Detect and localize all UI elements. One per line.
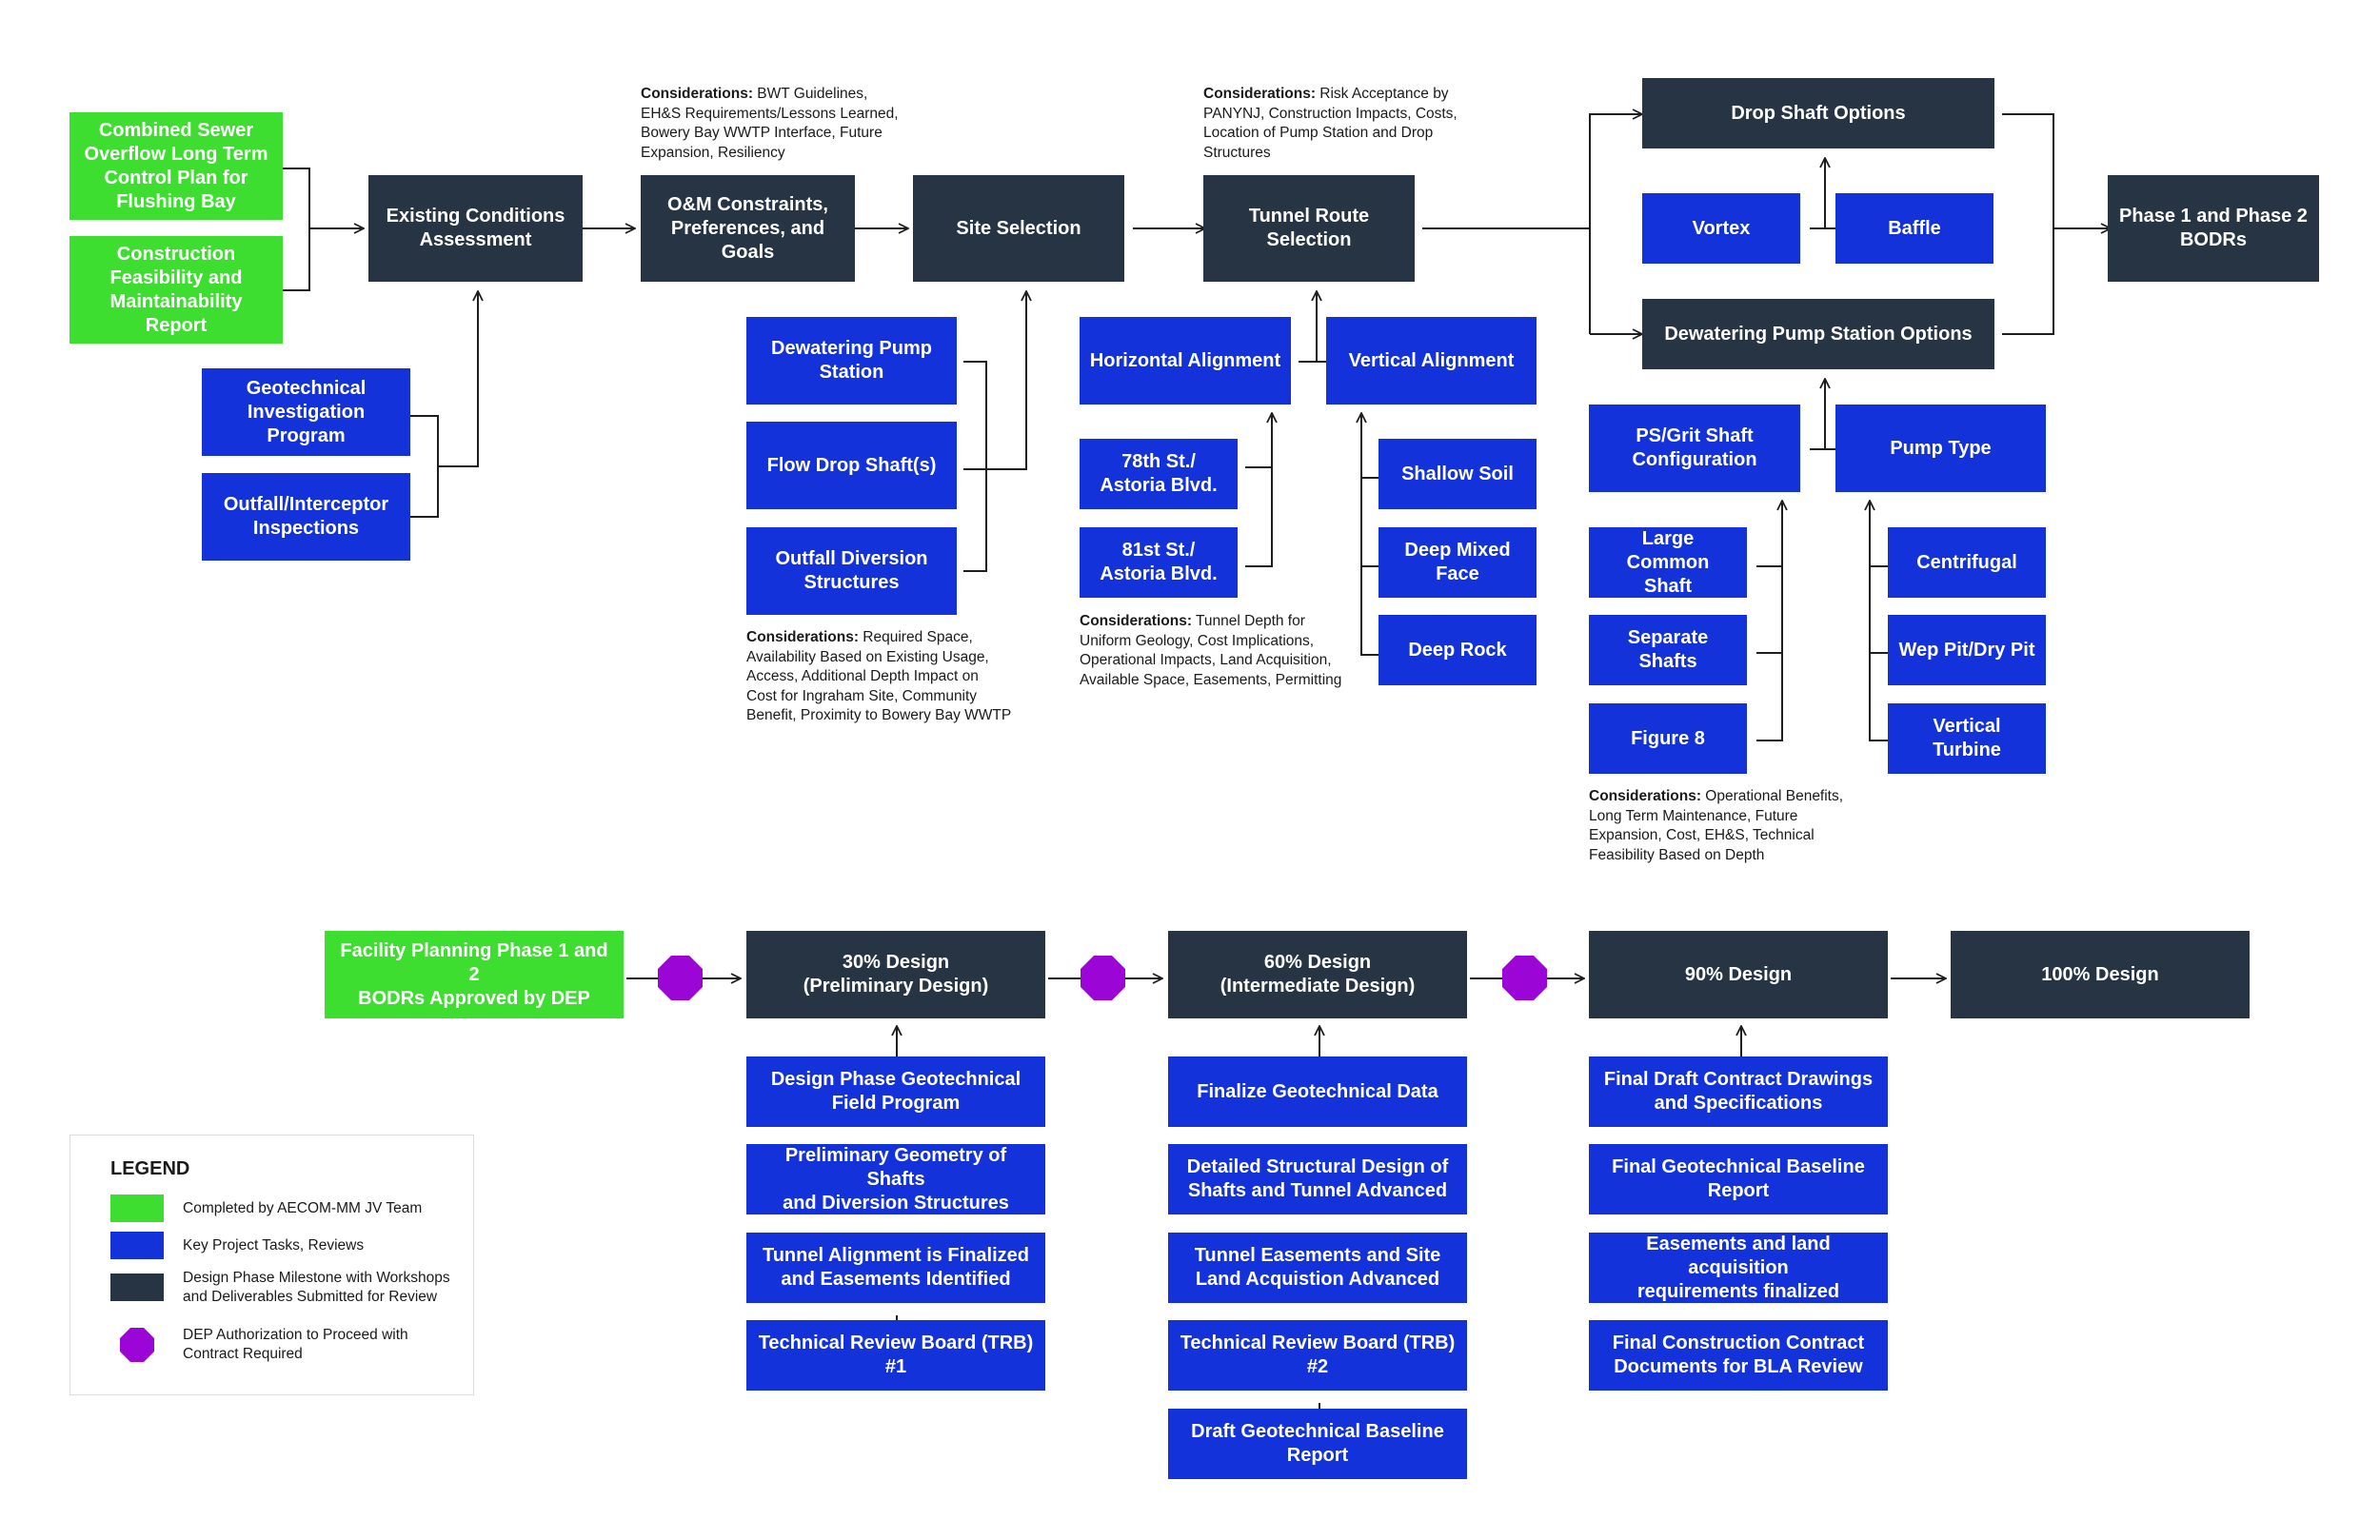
shallow-soil-task: Shallow Soil — [1378, 439, 1537, 509]
flow-drop-shaft-task: Flow Drop Shaft(s) — [746, 422, 957, 509]
78th-st-task: 78th St./ Astoria Blvd. — [1080, 439, 1238, 509]
legend: LEGEND Completed by AECOM-MM JV Team Key… — [69, 1135, 474, 1395]
separate-shafts-task: Separate Shafts — [1589, 615, 1747, 685]
considerations-label: Considerations: — [641, 86, 753, 102]
horizontal-alignment-task: Horizontal Alignment — [1080, 317, 1291, 405]
vortex-task: Vortex — [1642, 193, 1800, 264]
task-30-2: Preliminary Geometry of Shafts and Diver… — [746, 1144, 1045, 1214]
task-30-3: Tunnel Alignment is Finalized and Easeme… — [746, 1233, 1045, 1303]
legend-label-tasks: Key Project Tasks, Reviews — [183, 1237, 365, 1254]
facility-planning-box: Facility Planning Phase 1 and 2 BODRs Ap… — [325, 931, 624, 1018]
cso-plan-box: Combined Sewer Overflow Long Term Contro… — [69, 112, 283, 220]
route-considerations-note: Considerations: Risk Acceptance by PANYN… — [1203, 85, 1517, 163]
vertical-turbine-task: Vertical Turbine — [1888, 703, 2046, 774]
task-30-1: Design Phase Geotechnical Field Program — [746, 1056, 1045, 1127]
outfall-diversion-task: Outfall Diversion Structures — [746, 527, 957, 615]
large-common-shaft-task: Large Common Shaft — [1589, 527, 1747, 598]
existing-conditions-milestone: Existing Conditions Assessment — [368, 175, 583, 282]
dep-authorization-octagon-1 — [658, 956, 703, 1000]
dep-authorization-octagon-2 — [1081, 956, 1125, 1000]
task-90-1: Final Draft Contract Drawings and Specif… — [1589, 1056, 1888, 1127]
considerations-label: Considerations: — [1589, 788, 1701, 804]
drop-shaft-options-milestone: Drop Shaft Options — [1642, 78, 1994, 148]
ps-grit-shaft-task: PS/Grit Shaft Configuration — [1589, 405, 1800, 492]
baffle-task: Baffle — [1835, 193, 1993, 264]
deep-rock-task: Deep Rock — [1378, 615, 1537, 685]
pump-type-task: Pump Type — [1835, 405, 2046, 492]
task-90-3: Easements and land acquisition requireme… — [1589, 1233, 1888, 1303]
centrifugal-task: Centrifugal — [1888, 527, 2046, 598]
task-90-4: Final Construction Contract Documents fo… — [1589, 1320, 1888, 1391]
geotech-program-box: Geotechnical Investigation Program — [202, 368, 410, 456]
dewatering-options-milestone: Dewatering Pump Station Options — [1642, 299, 1994, 369]
legend-label-authorization: DEP Authorization to Proceed with Contra… — [183, 1327, 408, 1362]
legend-swatch-green — [110, 1194, 164, 1222]
considerations-label: Considerations: — [746, 629, 859, 645]
dep-authorization-octagon-3 — [1502, 956, 1547, 1000]
tunnel-route-milestone: Tunnel Route Selection — [1203, 175, 1415, 282]
site-selection-milestone: Site Selection — [913, 175, 1124, 282]
task-90-2: Final Geotechnical Baseline Report — [1589, 1144, 1888, 1214]
81st-st-task: 81st St./ Astoria Blvd. — [1080, 527, 1238, 598]
task-30-4: Technical Review Board (TRB) #1 — [746, 1320, 1045, 1391]
considerations-label: Considerations: — [1080, 613, 1192, 629]
alignment-considerations-note: Considerations: Tunnel Depth for Uniform… — [1080, 612, 1394, 690]
legend-swatch-blue — [110, 1232, 164, 1259]
design-60-milestone: 60% Design (Intermediate Design) — [1168, 931, 1467, 1018]
pump-considerations-text: Operational Benefits, Long Term Maintena… — [1589, 788, 1844, 863]
design-100-milestone: 100% Design — [1951, 931, 2250, 1018]
design-30-milestone: 30% Design (Preliminary Design) — [746, 931, 1045, 1018]
task-60-3: Tunnel Easements and Site Land Acquistio… — [1168, 1233, 1467, 1303]
task-60-5: Draft Geotechnical Baseline Report — [1168, 1409, 1467, 1479]
om-constraints-milestone: O&M Constraints, Preferences, and Goals — [641, 175, 855, 282]
legend-label-milestone: Design Phase Milestone with Workshops an… — [183, 1270, 450, 1305]
outfall-inspections-box: Outfall/Interceptor Inspections — [202, 473, 410, 561]
om-considerations-note: Considerations: BWT Guidelines, EH&S Req… — [641, 85, 955, 163]
wep-pit-task: Wep Pit/Dry Pit — [1888, 615, 2046, 685]
site-considerations-note: Considerations: Required Space, Availabi… — [746, 628, 1061, 726]
design-90-milestone: 90% Design — [1589, 931, 1888, 1018]
route-considerations-text: Risk Acceptance by PANYNJ, Construction … — [1203, 86, 1458, 161]
legend-swatch-dark — [110, 1273, 164, 1301]
deep-mixed-face-task: Deep Mixed Face — [1378, 527, 1537, 598]
om-considerations-text: BWT Guidelines, EH&S Requirements/Lesson… — [641, 86, 899, 161]
site-considerations-text: Required Space, Availability Based on Ex… — [746, 629, 1012, 723]
legend-title: LEGEND — [110, 1158, 190, 1179]
legend-label-completed: Completed by AECOM-MM JV Team — [183, 1200, 423, 1216]
considerations-label: Considerations: — [1203, 86, 1316, 102]
task-60-2: Detailed Structural Design of Shafts and… — [1168, 1144, 1467, 1214]
construction-report-box: Construction Feasibility and Maintainabi… — [69, 236, 283, 344]
pump-considerations-note: Considerations: Operational Benefits, Lo… — [1589, 787, 1903, 865]
figure-8-task: Figure 8 — [1589, 703, 1747, 774]
alignment-considerations-text: Tunnel Depth for Uniform Geology, Cost I… — [1080, 613, 1342, 688]
bodrs-milestone: Phase 1 and Phase 2 BODRs — [2108, 175, 2319, 282]
vertical-alignment-task: Vertical Alignment — [1326, 317, 1537, 405]
task-60-1: Finalize Geotechnical Data — [1168, 1056, 1467, 1127]
legend-octagon-icon — [120, 1328, 154, 1362]
task-60-4: Technical Review Board (TRB) #2 — [1168, 1320, 1467, 1391]
dewatering-pump-station-task: Dewatering Pump Station — [746, 317, 957, 405]
